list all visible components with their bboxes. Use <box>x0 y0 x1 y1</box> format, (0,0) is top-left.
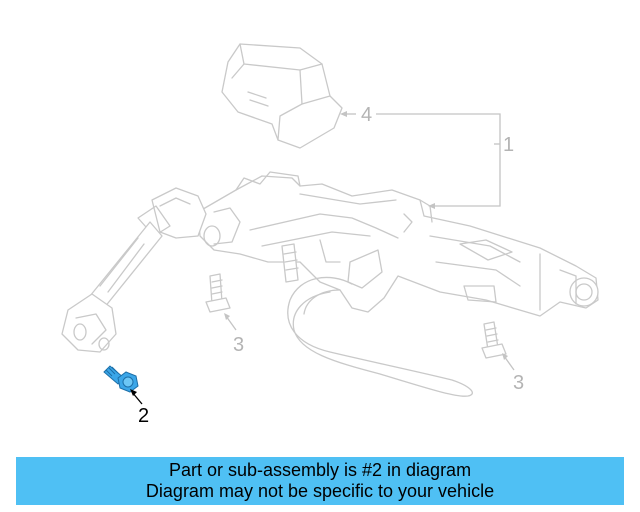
intermediate-shaft <box>61 187 207 353</box>
callout-3-right: 3 <box>513 372 524 394</box>
steering-column-lever <box>287 276 473 397</box>
leader-lines <box>130 111 515 405</box>
column-mount-stud <box>281 243 299 283</box>
callout-2: 2 <box>138 405 149 427</box>
callout-1: 1 <box>503 134 514 156</box>
steering-column-body <box>197 171 599 317</box>
part-4-lock-module <box>221 43 343 149</box>
callout-4: 4 <box>361 104 372 126</box>
banner-line-2: Diagram may not be specific to your vehi… <box>145 481 495 501</box>
part-3-bolt-right <box>481 321 507 359</box>
part-2-bolt-highlighted[interactable] <box>103 365 139 393</box>
banner-line-1: Part or sub-assembly is #2 in diagram <box>168 460 472 480</box>
info-banner: Part or sub-assembly is #2 in diagram Di… <box>16 457 624 505</box>
callout-3-left: 3 <box>233 334 244 356</box>
part-3-bolt-left <box>205 273 231 313</box>
steering-column-diagram: 4 1 2 3 3 <box>61 43 599 427</box>
